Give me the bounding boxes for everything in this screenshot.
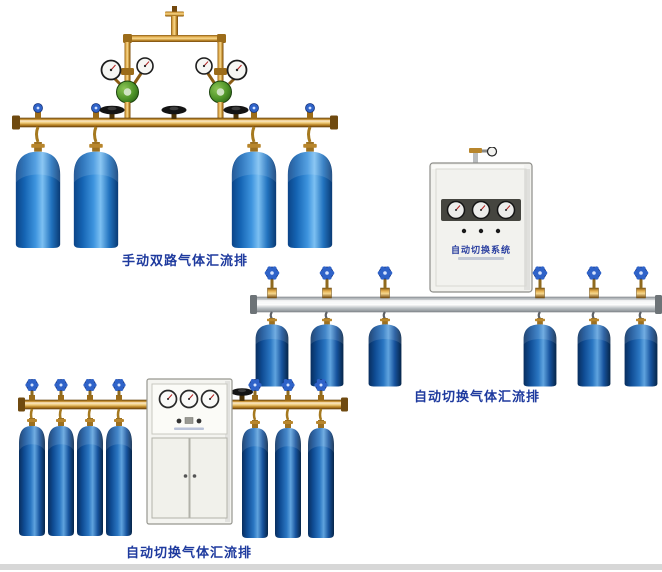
valve-station	[264, 265, 280, 325]
cabinet-knob	[478, 228, 484, 234]
product-caption-auto-switch-wall: 自动切换气体汇流排	[413, 390, 540, 405]
valve-handwheel-blue	[280, 378, 296, 392]
valve-handwheel-blue	[586, 265, 602, 281]
valve-blue-cap	[249, 103, 259, 119]
pressure-gauge	[226, 59, 248, 81]
gas-cylinder	[308, 420, 334, 538]
gas-cylinder	[275, 420, 301, 538]
gas-cylinder	[242, 420, 268, 538]
cabinet-top-pipe	[473, 149, 478, 164]
manual-dual-manifold-drawing	[12, 6, 338, 248]
valve-station	[24, 378, 40, 421]
valve-station	[82, 378, 98, 421]
valve-handwheel-blue	[247, 378, 263, 392]
pressure-gauge	[100, 59, 122, 81]
product-caption-auto-switch-floor: 自动切换气体汇流排	[125, 546, 252, 561]
cabinet-sublabel-line	[458, 257, 504, 260]
cabinet-body	[429, 162, 533, 293]
gas-cylinder	[77, 418, 103, 536]
pressure-gauge	[496, 200, 516, 220]
valve-handwheel-black	[231, 388, 253, 401]
pressure-gauge	[486, 146, 498, 157]
gas-cylinder	[368, 318, 402, 387]
pressure-gauge	[200, 389, 220, 409]
pipe-end-cap	[250, 295, 257, 314]
valve-station	[247, 378, 263, 421]
cylinder-connector-tube	[93, 126, 98, 143]
valve-handwheel-black	[161, 105, 187, 119]
cabinet-door-right	[189, 437, 228, 519]
manifold-pipe	[250, 295, 662, 314]
valve-blue-cap	[33, 103, 43, 119]
pipe-end-cap	[341, 397, 348, 412]
valve-blue-cap	[305, 103, 315, 119]
gas-cylinder	[106, 418, 132, 536]
control-cabinet: 自动切换系统	[429, 146, 533, 293]
cabinet-switch	[184, 417, 194, 424]
top-pipe-assembly	[121, 6, 227, 82]
gas-cylinder	[577, 318, 611, 387]
pipe-end-cap	[330, 115, 338, 130]
product-image-auto-switch-wall: 自动切换系统	[250, 146, 662, 389]
valve-handwheel-black	[223, 105, 249, 119]
valve-handwheel-blue	[313, 378, 329, 392]
door-handle	[183, 474, 188, 478]
valve-station	[319, 265, 335, 325]
valve-station	[313, 378, 329, 421]
auto-switch-wall-drawing: 自动切换系统	[250, 146, 662, 387]
pressure-gauge	[136, 57, 154, 75]
product-image-manual-dual-manifold	[8, 6, 343, 251]
pressure-gauge	[446, 200, 466, 220]
control-cabinet-floor	[146, 378, 233, 525]
cabinet-knob	[176, 418, 182, 424]
valve-station	[377, 265, 393, 325]
pipe-end-cap	[655, 295, 662, 314]
pressure-gauge	[158, 389, 178, 409]
regulator-left	[100, 57, 154, 120]
valve-station	[53, 378, 69, 421]
valve-station	[532, 265, 548, 325]
valve-station	[586, 265, 602, 325]
valve-handwheel-blue	[633, 265, 649, 281]
pressure-gauge	[471, 200, 491, 220]
product-image-auto-switch-floor	[12, 374, 357, 554]
cabinet-knob	[196, 418, 202, 424]
auto-switch-floor-drawing	[18, 378, 348, 538]
cabinet-knob	[495, 228, 501, 234]
valve-handwheel-blue	[111, 378, 127, 392]
cylinder-connector-tube	[307, 126, 312, 143]
valve-blue-cap	[91, 103, 101, 119]
valve-handwheel-blue	[24, 378, 40, 392]
cabinet-label: 自动切换系统	[451, 244, 511, 256]
cylinder-connector-tube	[251, 126, 256, 143]
cabinet-sublabel-line	[174, 427, 204, 430]
gas-cylinder	[15, 142, 61, 248]
gas-cylinder	[48, 418, 74, 536]
regulator-right	[195, 57, 248, 120]
pipe-end-cap	[18, 397, 25, 412]
pressure-gauge	[179, 389, 199, 409]
valve-handwheel-black	[99, 105, 125, 119]
footer-divider	[0, 564, 662, 570]
cylinder-connector-tube	[35, 126, 40, 143]
valve-handwheel-blue	[532, 265, 548, 281]
valve-handwheel-blue	[264, 265, 280, 281]
valve-handwheel-blue	[377, 265, 393, 281]
valve-handwheel-blue	[53, 378, 69, 392]
valve-handwheel-blue	[319, 265, 335, 281]
gas-cylinder	[523, 318, 557, 387]
door-handle	[192, 474, 197, 478]
gas-cylinder	[624, 318, 658, 387]
valve-station	[633, 265, 649, 325]
valve-handwheel-blue	[82, 378, 98, 392]
pipe-end-cap	[12, 115, 20, 130]
product-caption-manual-dual: 手动双路气体汇流排	[121, 254, 248, 269]
gas-cylinder	[19, 418, 45, 536]
pressure-gauge	[195, 57, 213, 75]
valve-station	[111, 378, 127, 421]
gas-cylinder	[73, 142, 119, 248]
cabinet-knob	[461, 228, 467, 234]
valve-station	[280, 378, 296, 421]
cabinet-door-left	[151, 437, 190, 519]
